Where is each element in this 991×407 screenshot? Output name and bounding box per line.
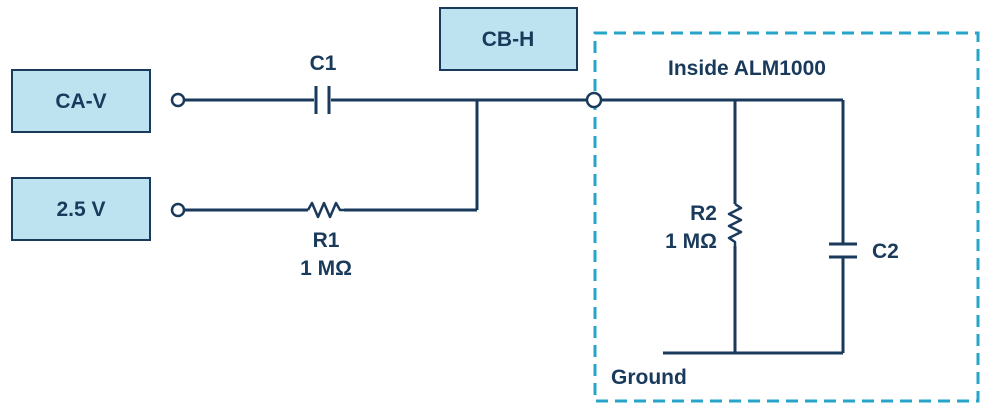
c1-label: C1 [310,52,337,75]
c2-capacitor-symbol [829,242,857,259]
inside-alm1000-label: Inside ALM1000 [668,57,826,80]
v2-5-box: 2.5 V [11,177,151,241]
v2-5-terminal [170,202,186,218]
ground-label: Ground [611,366,687,389]
r1-label: R1 [313,229,340,252]
c1-capacitor-symbol [314,86,331,114]
alm1000-boundary [593,31,980,403]
cb-h-label: CB-H [482,28,535,51]
cb-h-terminal [585,91,603,109]
r1-value-label: 1 MΩ [300,257,352,280]
cb-h-box: CB-H [439,7,578,71]
r2-resistor-symbol [727,202,743,246]
c2-label: C2 [872,240,899,263]
ca-v-terminal [170,92,186,108]
v2-5-label: 2.5 V [56,198,105,221]
ca-v-label: CA-V [55,90,106,113]
ca-v-box: CA-V [11,69,151,133]
r2-value-label: 1 MΩ [665,230,717,253]
wires [184,98,845,355]
r1-resistor-symbol [306,201,344,219]
r2-label: R2 [690,202,717,225]
